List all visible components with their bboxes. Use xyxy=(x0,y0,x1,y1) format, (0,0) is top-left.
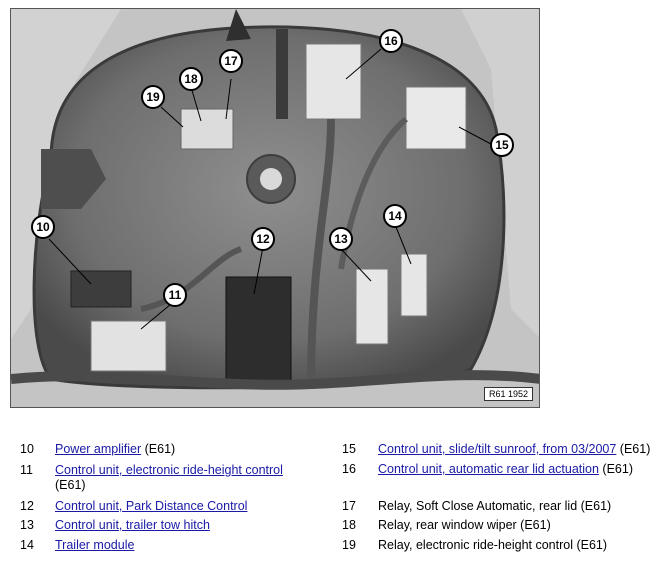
legend-item-11: 11 Control unit, electronic ride-height … xyxy=(20,463,330,495)
legend-number: 18 xyxy=(342,518,356,532)
link-trailer-module[interactable]: Trailer module xyxy=(55,538,135,552)
link-sunroof-control-unit[interactable]: Control unit, slide/tilt sunroof, from 0… xyxy=(378,442,617,456)
legend-text: Relay, electronic ride-height control (E… xyxy=(378,538,608,552)
legend-text: Relay, Soft Close Automatic, rear lid (E… xyxy=(378,499,612,513)
callout-12: 12 xyxy=(251,227,275,251)
figure-reference-code: R61 1952 xyxy=(483,387,533,401)
link-park-distance-control[interactable]: Control unit, Park Distance Control xyxy=(55,499,248,513)
legend-number: 17 xyxy=(342,499,356,513)
callout-10: 10 xyxy=(31,215,55,239)
legend-number: 19 xyxy=(342,538,356,552)
link-power-amplifier[interactable]: Power amplifier xyxy=(55,442,142,456)
legend-number: 13 xyxy=(20,518,34,532)
callout-11: 11 xyxy=(163,283,187,307)
legend-number: 14 xyxy=(20,538,34,552)
legend-suffix: (E61) xyxy=(141,442,176,456)
legend-number: 10 xyxy=(20,442,34,456)
legend-suffix: (E61) xyxy=(616,442,651,456)
legend-number: 11 xyxy=(20,463,33,477)
legend-text: Relay, rear window wiper (E61) xyxy=(378,518,551,532)
callout-13: 13 xyxy=(329,227,353,251)
legend-number: 16 xyxy=(342,462,356,476)
link-rear-lid-actuation[interactable]: Control unit, automatic rear lid actuati… xyxy=(378,462,599,476)
callout-19: 19 xyxy=(141,85,165,109)
link-trailer-tow-hitch[interactable]: Control unit, trailer tow hitch xyxy=(55,518,210,532)
callout-15: 15 xyxy=(490,133,514,157)
photo-illustration xyxy=(11,9,539,407)
callout-17: 17 xyxy=(219,49,243,73)
link-ride-height-control-unit[interactable]: Control unit, electronic ride-height con… xyxy=(55,463,283,477)
component-location-photo: 17 18 19 16 15 10 11 12 13 14 R61 1952 xyxy=(10,8,540,408)
legend-number: 12 xyxy=(20,499,34,513)
legend-suffix: (E61) xyxy=(55,478,86,492)
callout-14: 14 xyxy=(383,204,407,228)
legend-number: 15 xyxy=(342,442,356,456)
callout-16: 16 xyxy=(379,29,403,53)
legend-suffix: (E61) xyxy=(598,462,633,476)
callout-18: 18 xyxy=(179,67,203,91)
